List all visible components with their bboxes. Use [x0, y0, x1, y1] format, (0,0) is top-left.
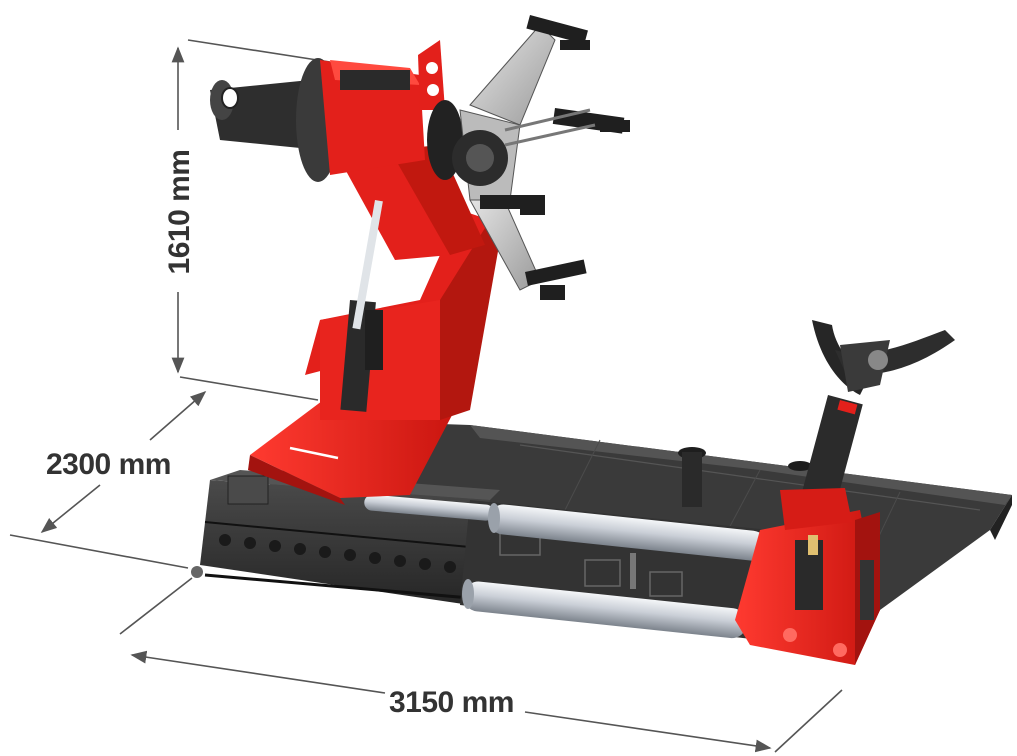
hydraulic-cylinders — [364, 494, 767, 639]
length-arrow-left — [130, 650, 386, 694]
depth-arrow-bottom — [40, 484, 101, 534]
bead-breaker-tool — [800, 320, 955, 506]
height-dimension-label: 1610 mm — [163, 150, 196, 275]
length-dimension-label: 3150 mm — [389, 686, 514, 719]
dimension-lines — [9, 39, 843, 753]
length-extension-left — [119, 577, 193, 635]
depth-dimension-label: 2300 mm — [46, 448, 171, 481]
tool-carriage — [735, 488, 880, 665]
tyre-changer-machine — [191, 15, 1012, 665]
depth-extension — [9, 534, 189, 569]
main-column — [248, 145, 500, 505]
spindle-head — [210, 40, 463, 182]
length-arrow-right — [524, 711, 772, 753]
clamping-chuck — [452, 15, 630, 300]
depth-arrow-top — [149, 390, 207, 441]
height-extension-top — [187, 39, 331, 63]
length-extension-right — [774, 689, 843, 753]
height-extension-bottom — [179, 376, 319, 401]
